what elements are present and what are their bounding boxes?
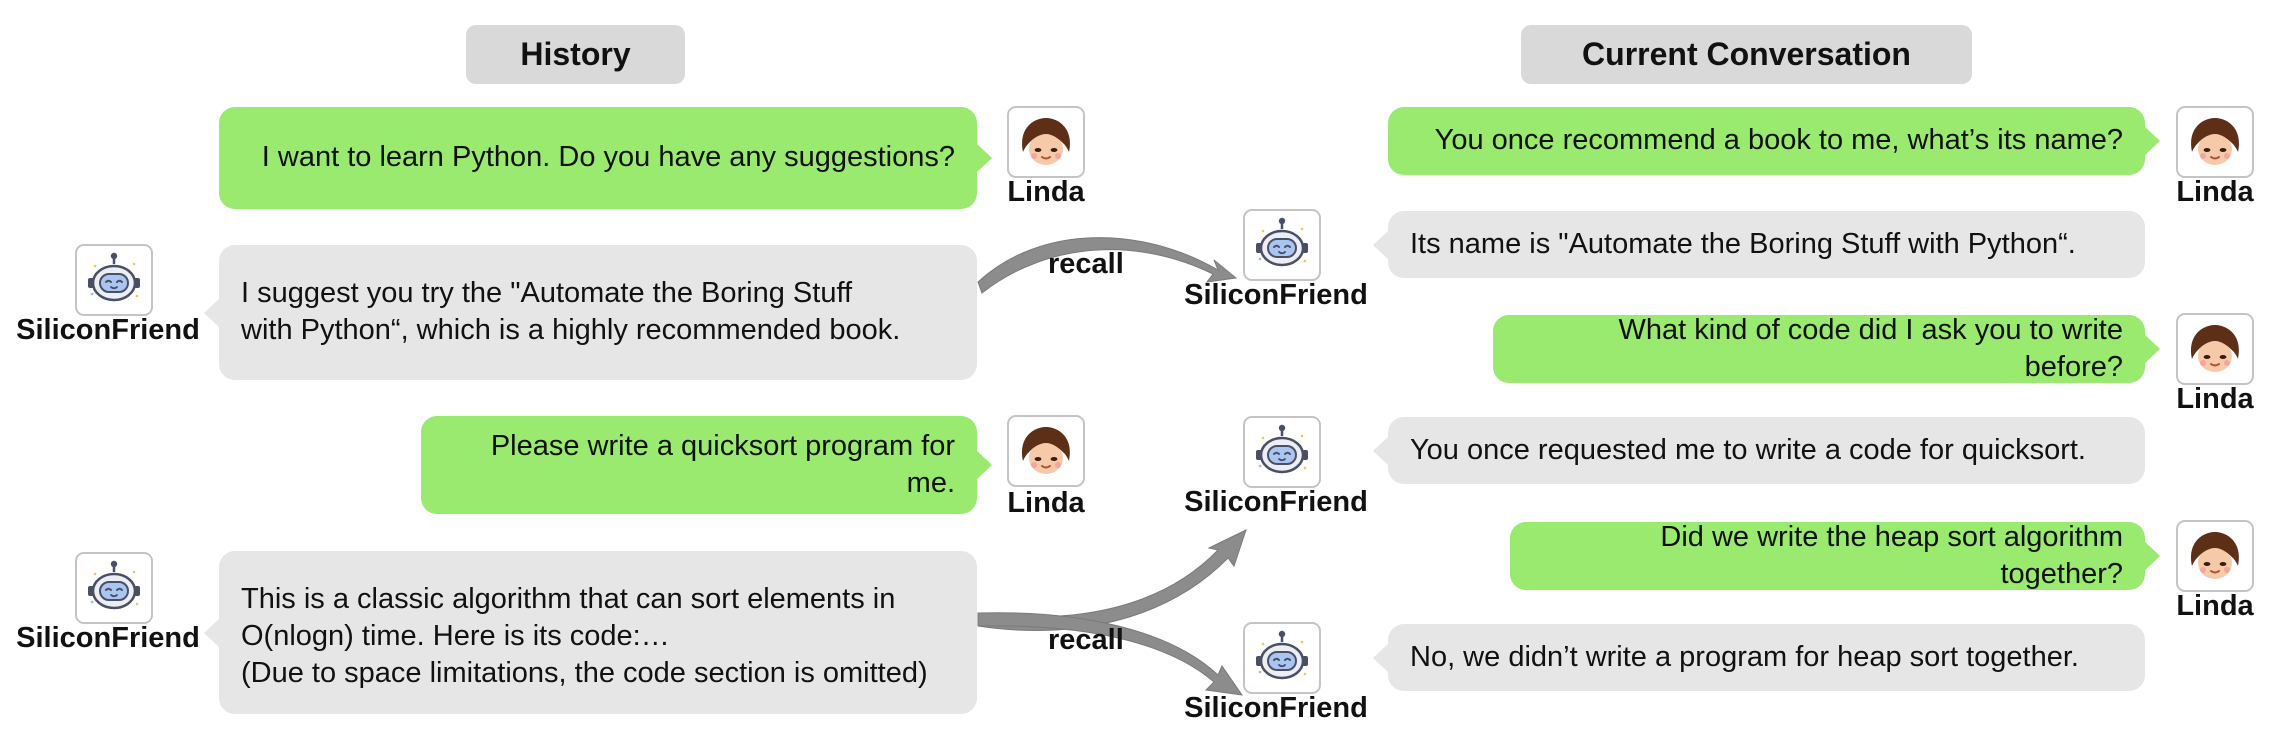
history-message-4-line-3: (Due to space limitations, the code sect… [241,657,928,690]
recall-label-quicksort: recall [1048,624,1124,656]
siliconfriend-name-label: SiliconFriend [1184,279,1368,311]
siliconfriend-name-label: SiliconFriend [16,314,200,346]
linda-avatar-icon [2176,106,2254,178]
linda-avatar-icon [1007,106,1085,178]
current-message-6-text: No, we didn’t write a program for heap s… [1410,640,2079,673]
current-message-6: No, we didn’t write a program for heap s… [1373,624,2145,691]
linda-name-label: Linda [2176,383,2254,415]
linda-name-label: Linda [2176,176,2254,208]
history-message-2-line-2: with Python“, which is a highly recommen… [241,314,901,347]
current-message-3-text: What kind of code did I ask you to write… [1618,313,2123,383]
current-message-3: What kind of code did I ask you to write… [1493,313,2160,383]
siliconfriend-avatar-icon [75,244,153,316]
current-message-4: You once requested me to write a code fo… [1373,417,2145,484]
history-message-1: I want to learn Python. Do you have any … [219,107,992,209]
linda-name-label: Linda [1007,487,1085,519]
linda-name-label: Linda [2176,590,2254,622]
siliconfriend-avatar-icon [1243,622,1321,694]
current-message-1-text: You once recommend a book to me, what’s … [1434,124,2123,157]
current-message-5-text: Did we write the heap sort algorithm tog… [1660,520,2123,590]
history-message-2: I suggest you try the "Automate the Bori… [204,245,977,380]
siliconfriend-name-label: SiliconFriend [1184,486,1368,518]
siliconfriend-avatar-icon [75,552,153,624]
history-message-4: This is a classic algorithm that can sor… [204,551,977,714]
current-message-4-text: You once requested me to write a code fo… [1410,433,2086,466]
history-message-3: Please write a quicksort program for me. [421,416,992,514]
history-header: History [466,25,685,84]
history-message-2-line-1: I suggest you try the "Automate the Bori… [241,277,853,309]
siliconfriend-name-label: SiliconFriend [1184,692,1368,724]
recall-arrow-heapsort [977,612,1244,696]
current-message-1: You once recommend a book to me, what’s … [1388,107,2160,175]
current-message-2: Its name is "Automate the Boring Stuff w… [1373,211,2145,278]
siliconfriend-name-label: SiliconFriend [16,622,200,654]
current-conversation-header: Current Conversation [1521,25,1972,84]
current-message-2-text: Its name is "Automate the Boring Stuff w… [1410,227,2076,260]
linda-avatar-icon [2176,520,2254,592]
linda-avatar-icon [1007,415,1085,487]
recall-label-book: recall [1048,248,1124,280]
current-message-5: Did we write the heap sort algorithm tog… [1510,520,2160,590]
siliconfriend-avatar-icon [1243,209,1321,281]
linda-avatar-icon [2176,313,2254,385]
siliconfriend-avatar-icon [1243,416,1321,488]
history-message-4-line-1: This is a classic algorithm that can sor… [241,583,896,615]
history-message-3-text: Please write a quicksort program for me. [490,429,955,499]
recall-arrow-book [977,237,1238,294]
history-message-1-text: I want to learn Python. Do you have any … [261,141,955,174]
history-message-4-line-2: O(nlogn) time. Here is its code:… [241,620,670,653]
linda-name-label: Linda [1007,176,1085,208]
